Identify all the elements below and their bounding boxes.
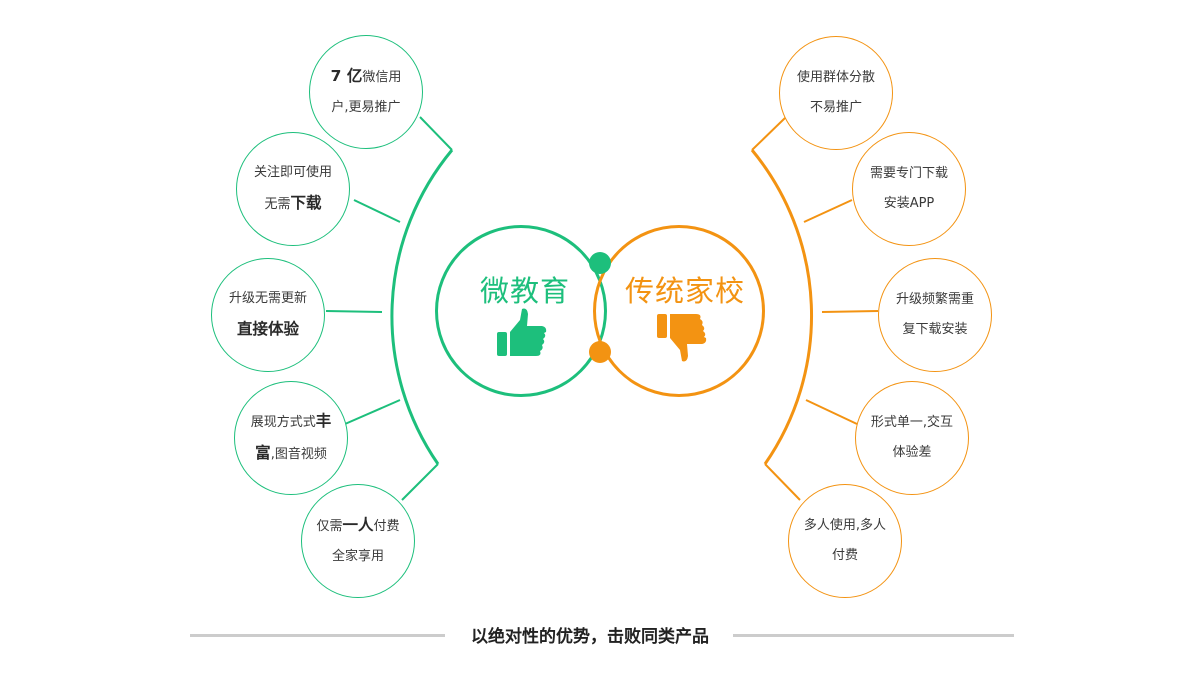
advantage-5-line1-end: 付费	[373, 519, 400, 534]
right-spoke-2	[803, 199, 853, 223]
drawback-4-line1: 形式单一,交互	[870, 415, 954, 430]
left-spoke-1	[419, 116, 453, 151]
right-hub-circle	[593, 225, 765, 397]
drawback-4-line2: 体验差	[892, 445, 932, 460]
footer-rule-right	[733, 634, 1014, 637]
left-hub-title: 微教育	[479, 274, 570, 308]
bottom-junction-dot	[589, 341, 611, 363]
advantage-1-line2: 户,更易推广	[331, 100, 401, 115]
footer-rule-left	[190, 634, 445, 637]
left-arc	[390, 149, 454, 465]
drawback-3-line2: 复下载安装	[902, 322, 968, 337]
drawback-bubble-3: 升级频繁需重 复下载安装	[878, 258, 992, 372]
advantage-5-line1: 仅需	[316, 519, 343, 534]
drawback-bubble-4: 形式单一,交互 体验差	[855, 381, 969, 495]
drawback-bubble-2: 需要专门下载 安装APP	[852, 132, 966, 246]
drawback-5-line1: 多人使用,多人	[803, 518, 887, 533]
advantage-5-highlight: 一人	[342, 516, 374, 534]
advantage-2-highlight: 下载	[290, 194, 322, 212]
advantage-3-highlight: 直接体验	[236, 320, 299, 338]
advantage-5-line2: 全家享用	[331, 549, 384, 564]
left-spoke-4	[344, 399, 401, 425]
drawback-bubble-1: 使用群体分散 不易推广	[779, 36, 893, 150]
advantage-2-line2: 无需	[264, 197, 291, 212]
drawback-2-line2: 安装APP	[883, 196, 935, 211]
drawback-bubble-5: 多人使用,多人 付费	[788, 484, 902, 598]
advantage-4-line1: 展现方式式	[250, 415, 316, 430]
thumbs-down-icon	[657, 314, 707, 362]
top-junction-dot	[589, 252, 611, 274]
advantage-bubble-3: 升级无需更新 直接体验	[211, 258, 325, 372]
advantage-bubble-4: 展现方式式丰 富,图音视频	[234, 381, 348, 495]
advantage-1-highlight: 7 亿	[330, 67, 363, 85]
advantage-bubble-1: 7 亿微信用 户,更易推广	[309, 35, 423, 149]
drawback-1-line2: 不易推广	[809, 100, 862, 115]
drawback-1-line1: 使用群体分散	[796, 70, 875, 85]
left-spoke-5	[401, 463, 439, 501]
advantage-2-line1: 关注即可使用	[253, 165, 332, 180]
right-spoke-1	[751, 117, 786, 151]
drawback-2-line1: 需要专门下载	[869, 166, 948, 181]
drawback-3-line1: 升级频繁需重	[895, 292, 974, 307]
advantage-4-highlight-a: 丰	[315, 412, 332, 430]
right-arc	[750, 149, 814, 465]
right-hub-title: 传统家校	[624, 274, 745, 308]
right-spoke-5	[764, 463, 801, 501]
right-spoke-3	[821, 310, 879, 313]
left-spoke-2	[353, 199, 401, 223]
left-spoke-3	[325, 310, 383, 313]
advantage-bubble-5: 仅需一人付费 全家享用	[301, 484, 415, 598]
advantage-4-highlight-b: 富	[255, 444, 271, 462]
right-spoke-4	[805, 399, 858, 425]
advantage-3-line1: 升级无需更新	[228, 291, 307, 306]
advantage-bubble-2: 关注即可使用 无需下载	[236, 132, 350, 246]
footer-tagline: 以绝对性的优势，击败同类产品	[471, 627, 709, 647]
advantage-4-line2: ,图音视频	[270, 447, 327, 462]
drawback-5-line2: 付费	[831, 548, 858, 563]
thumbs-up-icon	[497, 308, 547, 356]
advantage-1-line1: 微信用	[362, 70, 402, 85]
